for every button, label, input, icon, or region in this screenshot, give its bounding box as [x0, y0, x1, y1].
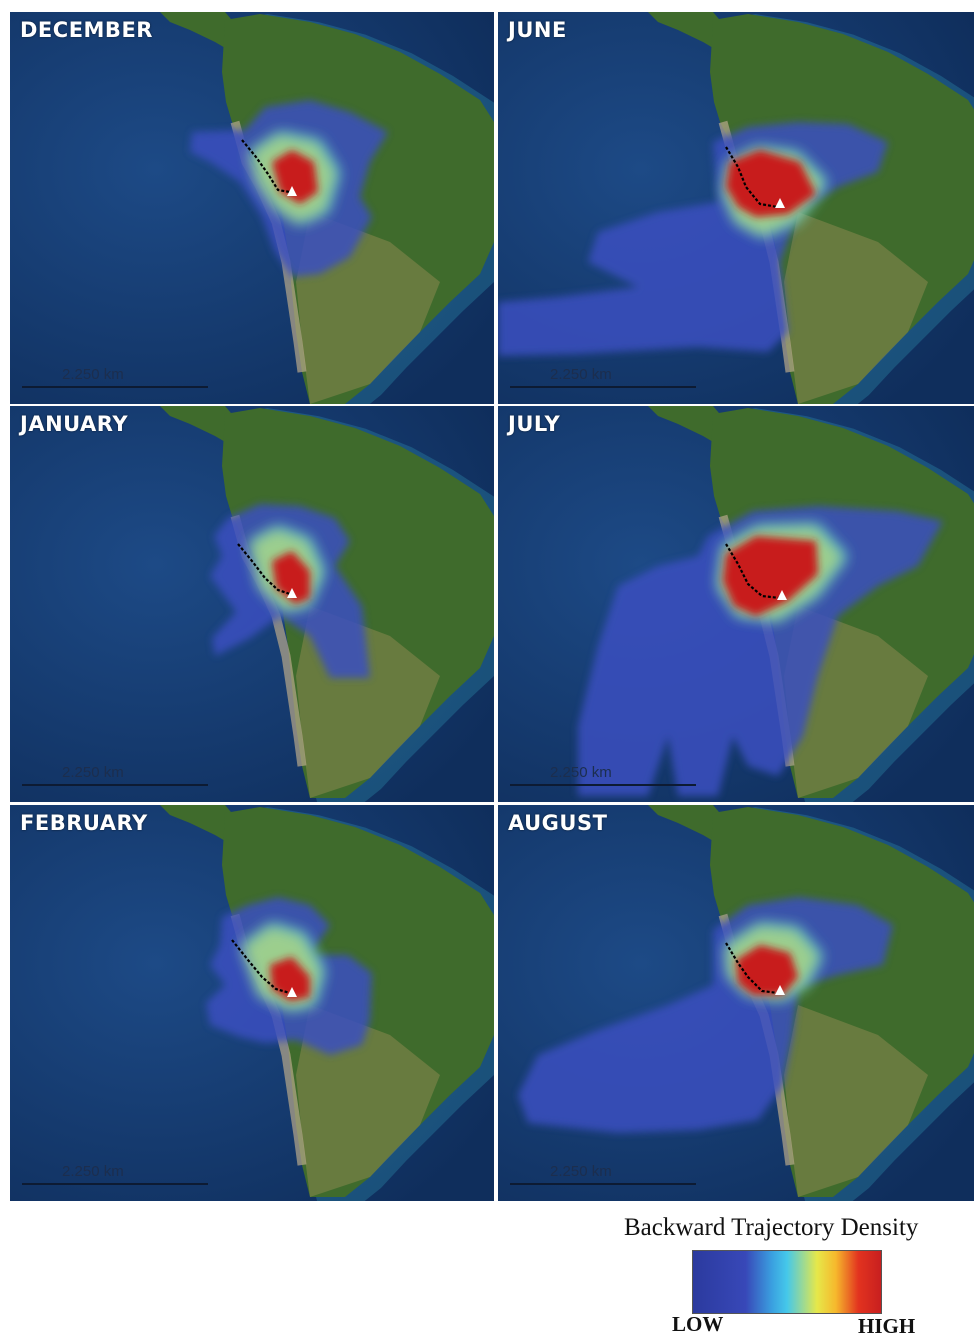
- scale-line: [510, 386, 696, 388]
- scale-label: 2.250 km: [550, 366, 612, 383]
- dry-region: [784, 1005, 928, 1197]
- map-graphic: [10, 406, 494, 802]
- month-label: JUNE: [508, 18, 567, 42]
- station-marker: [777, 590, 787, 600]
- scale-bar: 2.250 km: [510, 1163, 696, 1187]
- scale-label: 2.250 km: [550, 1163, 612, 1180]
- scale-label: 2.250 km: [550, 764, 612, 781]
- plume-high: [726, 150, 816, 217]
- map-graphic: [498, 406, 974, 802]
- trajectory-line: [241, 139, 291, 194]
- station-marker: [775, 198, 785, 208]
- month-label: JANUARY: [20, 412, 129, 436]
- trajectory-line: [725, 543, 781, 600]
- station-marker: [775, 985, 785, 995]
- station-marker: [287, 588, 297, 598]
- scale-label: 2.250 km: [62, 1163, 124, 1180]
- scale-label: 2.250 km: [62, 366, 124, 383]
- central-america: [648, 805, 730, 845]
- map-graphic: [10, 12, 494, 404]
- trajectory-line: [725, 146, 779, 209]
- legend-high-label: HIGH: [858, 1314, 916, 1338]
- month-label: JULY: [508, 412, 561, 436]
- central-america: [160, 805, 242, 845]
- map-panel-july: JULY 2.250 km: [498, 406, 974, 802]
- trajectory-line: [231, 939, 291, 995]
- plume-high: [723, 536, 818, 616]
- map-panel-june: JUNE 2.250 km: [498, 12, 974, 404]
- map-graphic: [498, 805, 974, 1201]
- station-marker: [287, 987, 297, 997]
- map-graphic: [10, 805, 494, 1201]
- scale-label: 2.250 km: [62, 764, 124, 781]
- scale-line: [22, 784, 208, 786]
- legend-low-label: LOW: [672, 1312, 724, 1336]
- central-america: [160, 12, 242, 52]
- plume-high: [736, 945, 798, 995]
- scale-bar: 2.250 km: [22, 366, 208, 390]
- scale-line: [510, 784, 696, 786]
- map-panel-december: DECEMBER 2.250 km: [10, 12, 494, 404]
- map-panel-august: AUGUST 2.250 km: [498, 805, 974, 1201]
- map-panel-january: JANUARY 2.250 km: [10, 406, 494, 802]
- month-label: AUGUST: [508, 811, 608, 835]
- station-marker: [287, 186, 297, 196]
- month-label: FEBRUARY: [20, 811, 148, 835]
- scale-bar: 2.250 km: [22, 1163, 208, 1187]
- trajectory-line: [725, 942, 779, 995]
- map-graphic: [498, 12, 974, 404]
- scale-line: [22, 386, 208, 388]
- plume-high: [272, 551, 310, 604]
- scale-line: [510, 1183, 696, 1185]
- plume-low: [578, 506, 943, 796]
- central-america: [648, 12, 730, 52]
- central-america: [160, 406, 242, 446]
- legend-color-ramp: [692, 1250, 882, 1314]
- scale-line: [22, 1183, 208, 1185]
- scale-bar: 2.250 km: [22, 764, 208, 788]
- month-label: DECEMBER: [20, 18, 153, 42]
- dry-region: [784, 212, 928, 404]
- map-panel-february: FEBRUARY 2.250 km: [10, 805, 494, 1201]
- scale-bar: 2.250 km: [510, 764, 696, 788]
- central-america: [648, 406, 730, 446]
- legend-title: Backward Trajectory Density: [624, 1214, 919, 1241]
- density-legend: Backward Trajectory Density LOW HIGH: [620, 1208, 960, 1338]
- scale-bar: 2.250 km: [510, 366, 696, 390]
- trajectory-line: [237, 543, 291, 596]
